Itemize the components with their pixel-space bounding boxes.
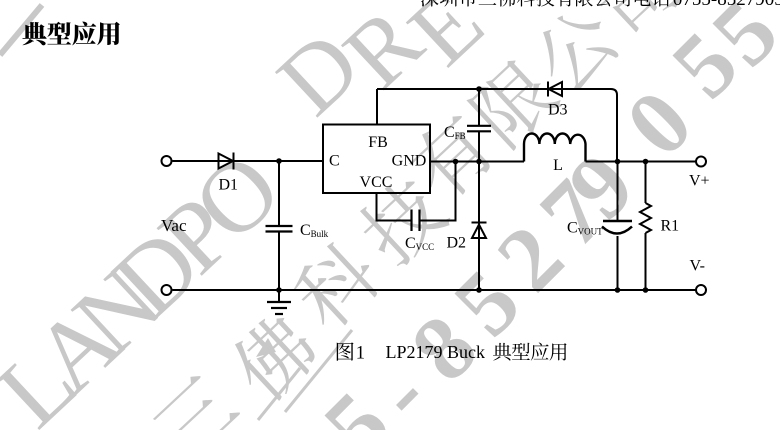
svg-text:GND: GND	[392, 153, 427, 170]
svg-text:D1: D1	[219, 177, 239, 194]
svg-text:C: C	[329, 153, 340, 170]
svg-text:V+: V+	[689, 173, 710, 190]
svg-text:FB: FB	[368, 134, 388, 151]
svg-text:R1: R1	[661, 218, 680, 235]
svg-text:Vac: Vac	[161, 216, 187, 235]
svg-text:1: 1	[356, 343, 365, 363]
svg-text:D3: D3	[548, 102, 568, 119]
svg-text:L: L	[553, 157, 563, 174]
svg-text:LP2179 Buck: LP2179 Buck	[386, 342, 486, 362]
svg-text:D2: D2	[447, 235, 467, 252]
svg-text:V-: V-	[690, 258, 705, 275]
svg-text:VCC: VCC	[360, 174, 393, 191]
